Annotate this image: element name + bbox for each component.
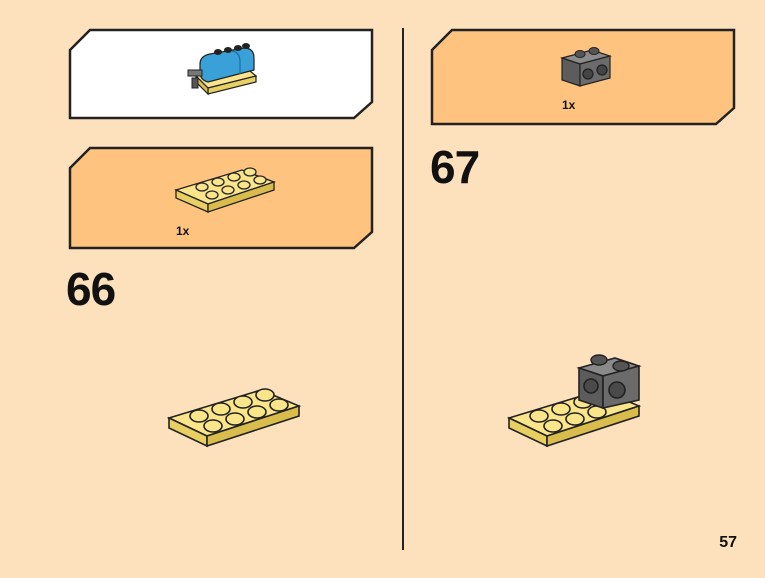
subassembly-callout (68, 28, 374, 120)
blue-motor-subassembly-icon (187, 43, 258, 96)
right-parts-callout: 1x (430, 28, 736, 126)
left-parts-qty: 1x (176, 224, 190, 238)
step-number-67: 67 (430, 141, 480, 193)
right-parts-qty: 1x (562, 98, 576, 112)
step-67-assembly-illustration (506, 354, 642, 448)
left-parts-callout: 1x (68, 146, 374, 250)
step-66-yellow-plate-illustration (166, 388, 302, 448)
gray-technic-brick-icon (559, 47, 613, 87)
page-number: 57 (719, 534, 737, 551)
column-divider (402, 28, 404, 550)
step-number-66: 66 (66, 263, 116, 315)
yellow-plate-2x4-icon (174, 167, 276, 213)
